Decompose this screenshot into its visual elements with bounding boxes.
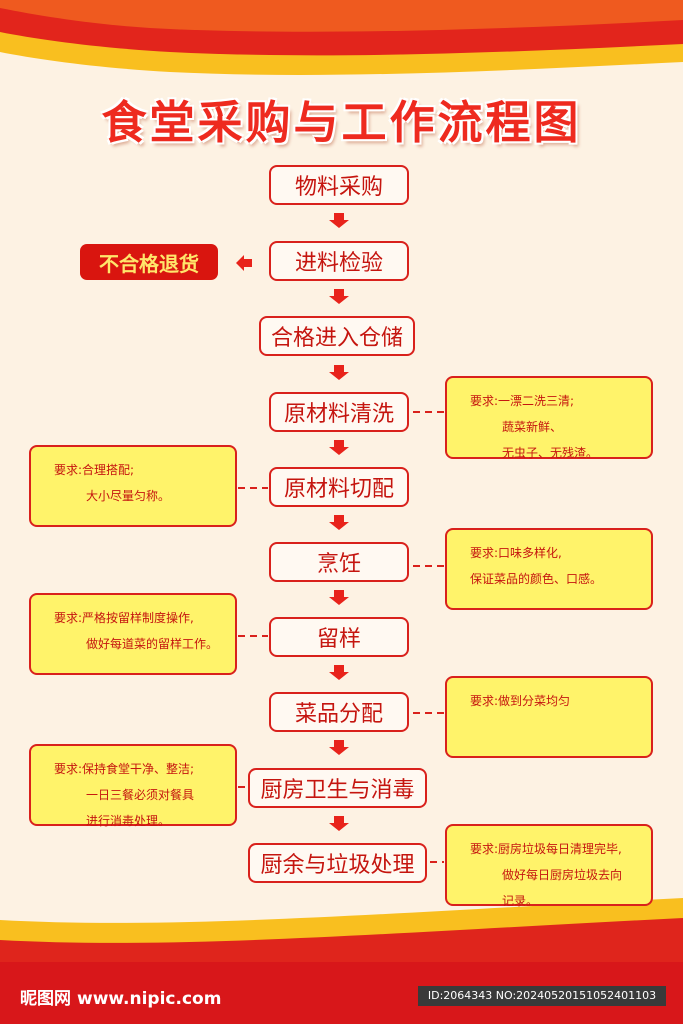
step-cooking: 烹饪 <box>269 542 409 582</box>
page-title: 食堂采购与工作流程图 <box>101 96 582 149</box>
note-distribution: 要求:做到分菜均匀 <box>445 676 653 758</box>
note-line: 做好每日厨房垃圾去向 <box>502 868 623 882</box>
note-cutting: 要求:合理搭配; 大小尽量匀称。 <box>29 445 237 527</box>
note-cooking: 要求:口味多样化, 保证菜品的颜色、口感。 <box>445 528 653 610</box>
step-purchase: 物料采购 <box>269 165 409 205</box>
site-logo: 昵图网 www.nipic.com <box>20 984 227 1009</box>
connector-dashes <box>238 411 444 863</box>
note-line: 蔬菜新鲜、 <box>502 420 563 434</box>
note-line: 要求:厨房垃圾每日清理完毕, <box>470 842 622 856</box>
note-line: 要求:严格按留样制度操作, <box>54 611 194 625</box>
down-arrow-icon <box>329 590 349 605</box>
note-line: 一日三餐必须对餐具 <box>86 788 195 802</box>
note-line: 要求:合理搭配; <box>54 463 135 477</box>
note-hygiene: 要求:保持食堂干净、整洁; 一日三餐必须对餐具 进行消毒处理。 <box>29 744 237 828</box>
step-waste: 厨余与垃圾处理 <box>248 843 427 883</box>
step-sampling: 留样 <box>269 617 409 657</box>
down-arrow-icon <box>329 440 349 455</box>
reject-return-box: 不合格退货 <box>80 244 218 280</box>
step-inspection: 进料检验 <box>269 241 409 281</box>
note-line: 进行消毒处理。 <box>86 814 171 828</box>
note-washing: 要求:一漂二洗三清; 蔬菜新鲜、 无虫子、无残渣。 <box>445 376 653 460</box>
note-line: 保证菜品的颜色、口感。 <box>470 572 603 586</box>
note-waste: 要求:厨房垃圾每日清理完毕, 做好每日厨房垃圾去向 记录。 <box>445 824 653 908</box>
step-distribution: 菜品分配 <box>269 692 409 732</box>
step-storage: 合格进入仓储 <box>259 316 415 356</box>
left-arrow-icon <box>236 255 252 271</box>
image-id-label: ID:2064343 NO:20240520151052401103 <box>418 986 666 1006</box>
note-line: 要求:保持食堂干净、整洁; <box>54 762 195 776</box>
step-hygiene: 厨房卫生与消毒 <box>248 768 427 808</box>
down-arrow-icon <box>329 365 349 380</box>
note-line: 要求:口味多样化, <box>470 546 562 560</box>
down-arrow-icon <box>329 515 349 530</box>
down-arrow-icon <box>329 740 349 755</box>
step-washing: 原材料清洗 <box>269 392 409 432</box>
down-arrow-icon <box>329 213 349 228</box>
note-line: 做好每道菜的留样工作。 <box>86 637 219 651</box>
step-cutting: 原材料切配 <box>269 467 409 507</box>
site-url: www.nipic.com <box>77 989 222 1009</box>
down-arrow-icon <box>329 816 349 831</box>
note-sampling: 要求:严格按留样制度操作, 做好每道菜的留样工作。 <box>29 593 237 675</box>
note-line: 无虫子、无残渣。 <box>502 446 599 460</box>
flow-arrows <box>236 213 349 831</box>
note-line: 大小尽量匀称。 <box>86 489 171 503</box>
down-arrow-icon <box>329 665 349 680</box>
note-line: 要求:一漂二洗三清; <box>470 394 575 408</box>
down-arrow-icon <box>329 289 349 304</box>
note-line: 要求:做到分菜均匀 <box>470 694 571 708</box>
top-wave-orange <box>0 0 683 32</box>
site-logo-cn: 昵图网 <box>20 989 71 1009</box>
note-line: 记录。 <box>502 894 539 908</box>
